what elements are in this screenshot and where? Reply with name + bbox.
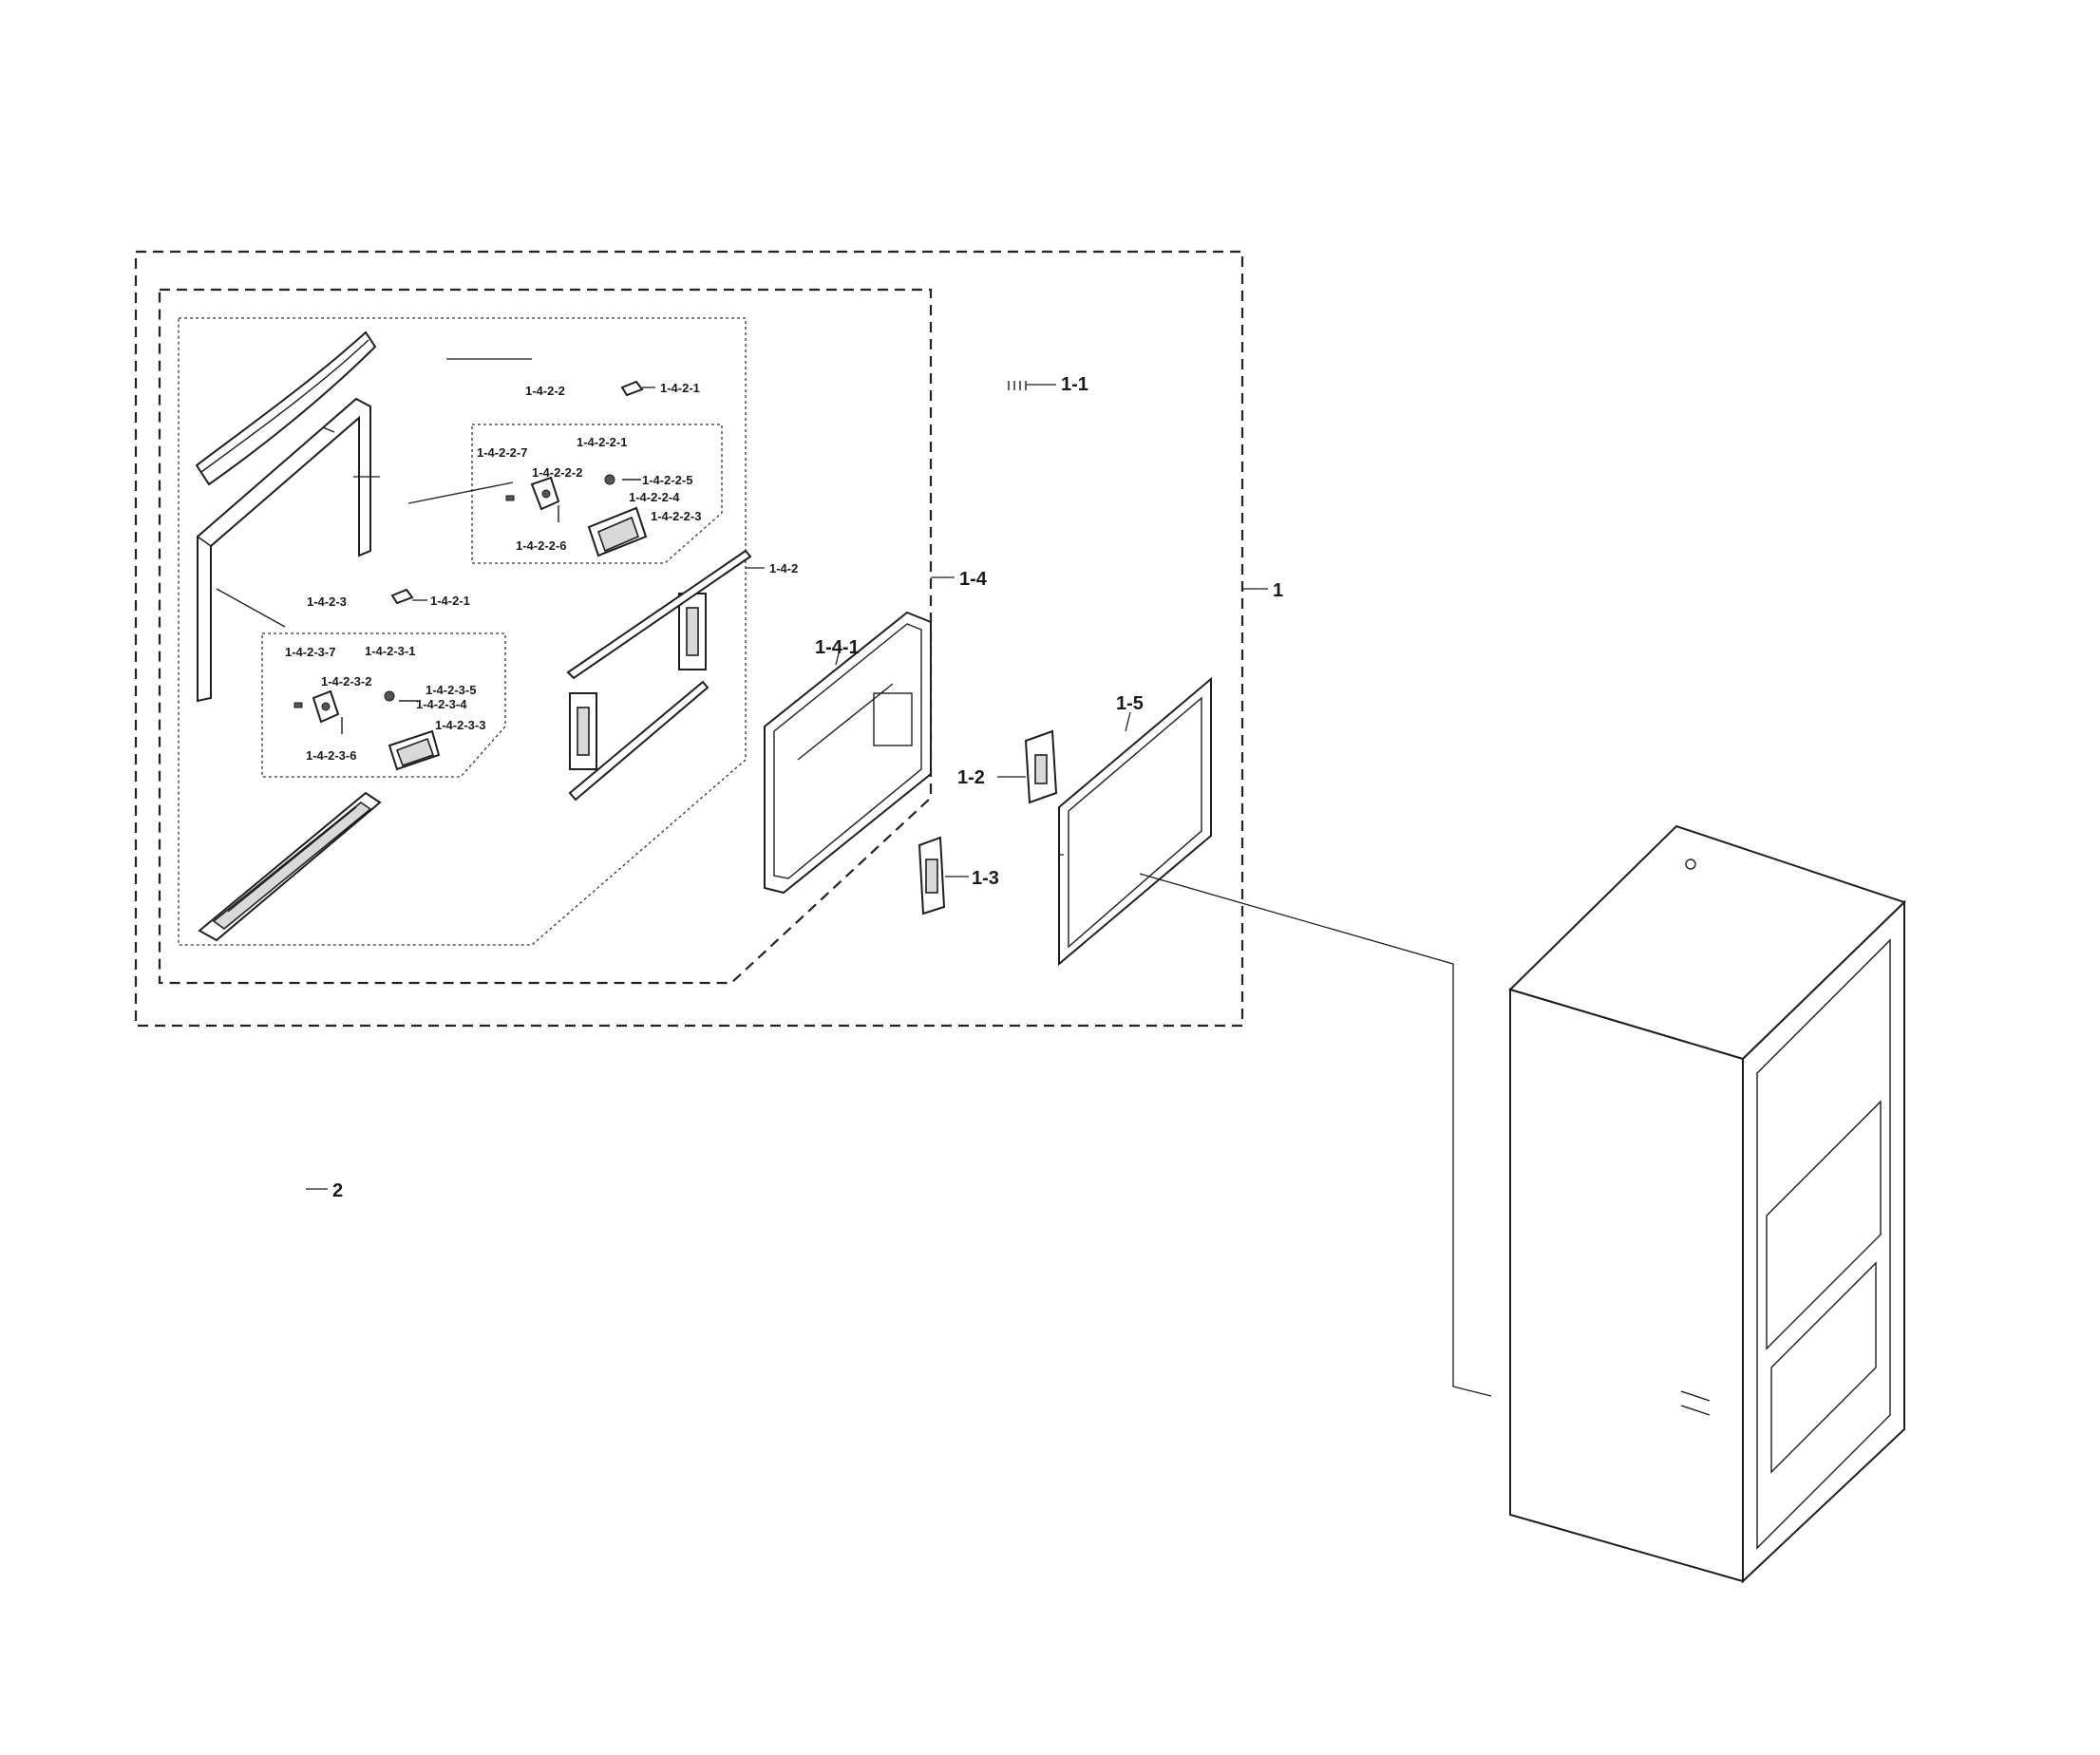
hinge-1-3 — [918, 836, 946, 915]
assembly-1-4-boundary — [158, 288, 933, 985]
label-1-4-1: 1-4-1 — [815, 637, 860, 658]
label-1-4-2-3-1: 1-4-2-3-1 — [365, 644, 415, 658]
door-top-cap — [195, 330, 377, 486]
label-1-4-2-1-lower: 1-4-2-1 — [430, 594, 470, 608]
label-1-4-2-2-4: 1-4-2-2-4 — [629, 490, 680, 504]
door-gasket — [1058, 676, 1212, 967]
label-1-4-2-2-5: 1-4-2-2-5 — [642, 473, 692, 487]
strip-lower — [568, 680, 709, 802]
hinge-plate-upper — [678, 593, 707, 670]
door-frame — [197, 397, 371, 703]
label-1-4-2-3-4: 1-4-2-3-4 — [416, 697, 467, 711]
refrigerator-cabinet — [1508, 824, 1906, 1584]
label-1-4-2-3-3: 1-4-2-3-3 — [435, 718, 485, 732]
label-1-5: 1-5 — [1116, 693, 1144, 714]
label-1-4-2-3: 1-4-2-3 — [307, 594, 347, 609]
leader-lines — [216, 358, 1492, 1397]
label-1: 1 — [1273, 580, 1283, 601]
hinge-parts-1-4-2-2 — [505, 380, 648, 557]
sub-assembly-1-4-2-2-boundary — [471, 424, 723, 564]
label-1-4-2-3-5: 1-4-2-3-5 — [426, 683, 476, 697]
label-1-4-2-3-2: 1-4-2-3-2 — [321, 674, 371, 689]
label-2: 2 — [332, 1180, 343, 1201]
door-liner — [764, 611, 932, 895]
label-1-4-2-2-3: 1-4-2-2-3 — [651, 509, 701, 523]
assembly-1-4-2-boundary — [178, 317, 747, 946]
label-1-1: 1-1 — [1061, 374, 1088, 395]
label-1-4-2-3-6: 1-4-2-3-6 — [306, 748, 356, 763]
label-1-4-2-2-2: 1-4-2-2-2 — [532, 465, 582, 480]
door-bottom-trim — [198, 791, 382, 942]
label-1-4-2-2: 1-4-2-2 — [525, 384, 565, 398]
assembly-1-boundary — [134, 250, 1244, 1028]
label-1-4-2-1-upper: 1-4-2-1 — [660, 381, 700, 395]
hinge-1-2 — [1024, 729, 1058, 804]
label-1-3: 1-3 — [972, 868, 999, 889]
label-1-4-2-3-7: 1-4-2-3-7 — [285, 645, 335, 659]
label-1-4-2: 1-4-2 — [769, 561, 798, 576]
hinge-plate-lower — [569, 692, 597, 770]
label-1-2: 1-2 — [957, 767, 985, 788]
label-1-4-2-2-6: 1-4-2-2-6 — [516, 538, 566, 553]
strip-upper — [566, 549, 752, 680]
screw-1-1 — [1008, 381, 1027, 390]
label-1-4: 1-4 — [959, 569, 988, 590]
label-1-4-2-2-7: 1-4-2-2-7 — [477, 445, 527, 460]
label-1-4-2-2-1: 1-4-2-2-1 — [577, 435, 627, 449]
hinge-parts-1-4-2-3 — [293, 588, 441, 771]
